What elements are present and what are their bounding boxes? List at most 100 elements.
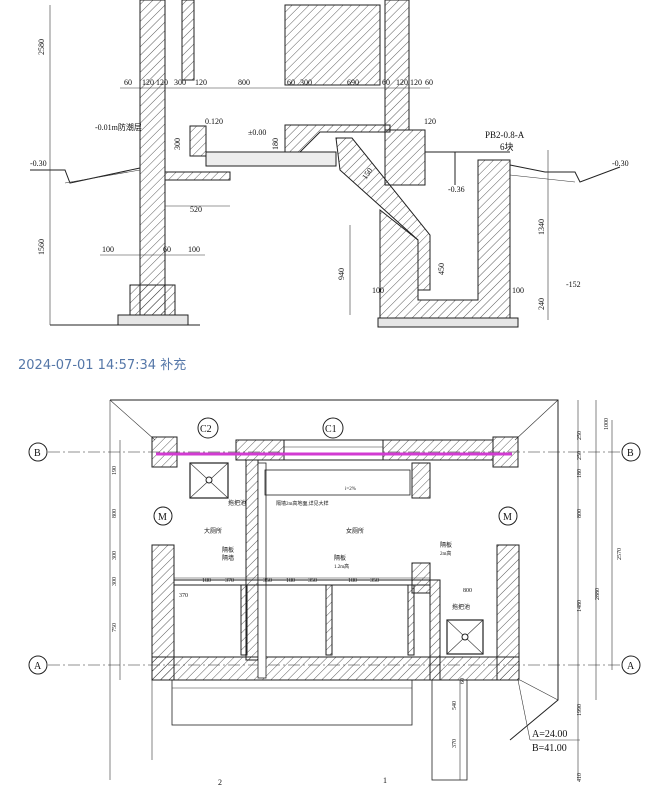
dim-right-7: 2880 [595, 588, 601, 600]
left-footing-base [117, 314, 189, 326]
label-slope: i=2% [345, 487, 356, 492]
axis-bubbles: B B A A C2 C1 M M [28, 417, 641, 675]
axis-a-right-label: A [627, 661, 635, 672]
dim-right-5: 1480 [577, 600, 583, 612]
dim-top-6: 60 [287, 78, 295, 87]
section-drawing [30, 0, 621, 328]
label-mop-right: 拖把池 [452, 603, 470, 611]
dim-520: 520 [190, 205, 202, 214]
label-partition-h2: 2m高 [440, 550, 451, 557]
dim-row-6: 180 [348, 578, 357, 584]
dim-row-1: 180 [202, 578, 211, 584]
level-right: -0.30 [612, 159, 629, 168]
dim-100-left: 100 [372, 286, 384, 295]
dim-top-5: 800 [238, 78, 250, 87]
level-neg036: -0.36 [448, 185, 465, 194]
axis-m-right-label: M [503, 512, 512, 523]
upper-hatched-block [284, 4, 381, 86]
dim-right-4: 800 [577, 509, 583, 518]
inclined-slab [335, 137, 431, 291]
dim-row-0: 370 [179, 593, 188, 599]
axis-m-left-label: M [158, 512, 167, 523]
panel-count: 6块 [500, 141, 514, 152]
axis-bubble-a-right [621, 655, 641, 675]
dim-right-3: 180 [577, 469, 583, 478]
dim-top-12: 60 [425, 78, 433, 87]
num-1: 1 [383, 776, 387, 785]
dim-right-8: 1990 [577, 704, 583, 716]
dim-2580: 2580 [37, 39, 46, 55]
level-000: ±0.00 [248, 128, 266, 137]
label-partition-3: 隔板 [440, 541, 452, 549]
left-wall-upper [181, 0, 195, 81]
dim-top-3: 300 [174, 78, 186, 87]
dim-left-1: 800 [112, 509, 118, 518]
axis-bubble-b-right [621, 442, 641, 462]
left-wall [139, 0, 166, 326]
dim-right-9: 410 [577, 773, 583, 782]
timestamp-note: 2024-07-01 14:57:34 补充 [18, 358, 187, 373]
num-2: 2 [218, 778, 222, 787]
axis-bubble-b-left [28, 442, 48, 462]
floor-slab [205, 151, 337, 167]
room-large: 大厕所 [204, 527, 222, 535]
dim-top-4: 120 [195, 78, 207, 87]
dim-row-4: 180 [286, 578, 295, 584]
dim-top-11: 120 [410, 78, 422, 87]
dim-top-0: 60 [124, 78, 132, 87]
dim-left-3: 300 [112, 577, 118, 586]
dim-800: 800 [463, 588, 472, 594]
label-wall: 隔墙 [222, 554, 234, 562]
axis-bubble-m-left [153, 506, 173, 526]
axis-bubble-m-right [498, 506, 518, 526]
dim-top-1: 120 [142, 78, 154, 87]
room-women: 女厕所 [346, 527, 364, 535]
dim-left-2: 300 [112, 551, 118, 560]
dim-right-0: 1000 [604, 418, 610, 430]
level-neg152: -152 [566, 280, 581, 289]
level-left: -0.30 [30, 159, 47, 168]
dim-450: 450 [437, 263, 446, 275]
bottom-wall-plan [151, 656, 520, 681]
dim-60-footing: 60 [163, 245, 171, 254]
dim-1560: 1560 [37, 239, 46, 255]
axis-b-right-label: B [627, 448, 634, 459]
dim-bl-1: 540 [452, 701, 458, 710]
axis-bubble-a-left [28, 655, 48, 675]
dim-bl-0: 60 [460, 678, 466, 684]
axis-b-left-label: B [34, 448, 41, 459]
dim-row-7: 350 [370, 578, 379, 584]
level-0120: 0.120 [205, 117, 223, 126]
dim-top-9: 60 [382, 78, 390, 87]
dim-right-1: 250 [577, 431, 583, 440]
dim-bl-2: 370 [452, 739, 458, 748]
axis-c1-label: C1 [325, 424, 337, 435]
dim-top-8: 690 [347, 78, 359, 87]
dim-120-right: 120 [424, 117, 436, 126]
plan-drawing [48, 399, 622, 781]
dim-row-3: 350 [263, 578, 272, 584]
label-partition-1: 隔板 [222, 546, 234, 554]
dim-100-right: 100 [512, 286, 524, 295]
dim-180-slab: 180 [271, 138, 280, 150]
dim-row-5: 350 [308, 578, 317, 584]
dim-left-4: 750 [112, 623, 118, 632]
label-damp: -0.01m防潮层 [95, 122, 142, 132]
area-a: A=24.00 [532, 729, 567, 740]
dim-240: 240 [537, 298, 546, 310]
dim-top-7: 300 [300, 78, 312, 87]
panel-code: PB2-0.8-A [485, 130, 525, 140]
axis-bubble-c2 [197, 417, 219, 439]
axis-a-left-label: A [34, 661, 42, 672]
axis-c2-label: C2 [200, 424, 212, 435]
dim-top-2: 120 [156, 78, 168, 87]
dim-1340: 1340 [537, 219, 546, 235]
label-mop-left: 拖把池 [228, 499, 246, 507]
dim-100-footing: 100 [102, 245, 114, 254]
label-note: 隔墙2m高地面,详见大样 [276, 500, 329, 507]
dim-100-footing-2: 100 [188, 245, 200, 254]
dim-300-sink: 300 [173, 138, 182, 150]
section-labels: 60 120 120 300 120 800 60 300 690 60 120… [30, 39, 629, 310]
